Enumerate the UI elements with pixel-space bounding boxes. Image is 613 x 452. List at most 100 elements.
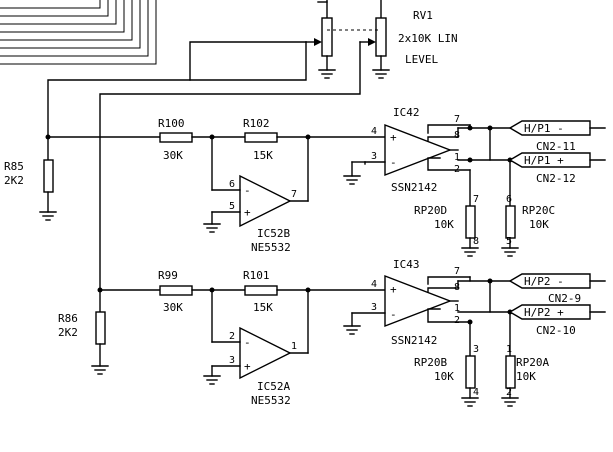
ic43-part: SSN2142 — [391, 334, 437, 347]
pin-number: 3 — [473, 344, 479, 355]
pin-number: 7 — [473, 194, 479, 205]
cn2-12-label: CN2-12 — [536, 172, 576, 185]
r85-ref: R85 — [4, 160, 24, 173]
pin-number: 4 — [371, 126, 377, 137]
upstream-bus — [0, 0, 157, 65]
hp1-plus-connector: H/P1 + — [508, 152, 591, 168]
ic52b-ref: IC52B — [257, 227, 290, 240]
ground-symbol — [318, 69, 336, 79]
rv1-name: LEVEL — [405, 53, 438, 66]
pin-number: 8 — [454, 282, 460, 293]
rp20a-value: 10K — [516, 370, 536, 383]
ic52a-part: NE5532 — [251, 394, 291, 407]
wiper-feed-top — [47, 41, 307, 138]
r99-resistor: R99 30K — [158, 269, 193, 314]
pin-number: 3 — [371, 151, 377, 162]
rp20a-resistor: 1 2 RP20A 10K — [501, 311, 549, 407]
pin-number: 6 — [506, 194, 512, 205]
ic52b-part: NE5532 — [251, 241, 291, 254]
rp20b-value: 10K — [434, 370, 454, 383]
ground-symbol — [372, 69, 390, 79]
ic42-ref: IC42 — [393, 106, 420, 119]
ic52a-ref: IC52A — [257, 380, 290, 393]
minus-sign: - — [244, 184, 251, 197]
rp20c-value: 10K — [529, 218, 549, 231]
r102-value: 15K — [253, 149, 273, 162]
wiper-feed-bottom — [99, 41, 361, 291]
r100-ref: R100 — [158, 117, 185, 130]
ic52a-opamp: - + 2 3 1 IC52A NE5532 — [203, 289, 309, 407]
pin-number: 7 — [454, 114, 460, 125]
pin-number: 2 — [506, 387, 512, 398]
pin-number: 1 — [454, 152, 460, 163]
pin-number: 6 — [229, 179, 235, 190]
r86-value: 2K2 — [58, 326, 78, 339]
r101-ref: R101 — [243, 269, 270, 282]
minus-sign: - — [244, 336, 251, 349]
rv1-potentiometer: RV1 2x10K LIN LEVEL — [305, 0, 458, 79]
rp20a-ref: RP20A — [516, 356, 549, 369]
pin-number: 4 — [473, 387, 479, 398]
pin-number: 4 — [371, 279, 377, 290]
ic42-driver: + - 4 3 7 8 1 2 IC42 SSN2142 — [343, 106, 471, 194]
pin-number: 5 — [506, 236, 512, 247]
hp1-minus-connector: H/P1 - — [508, 120, 591, 136]
rp20c-resistor: 6 5 RP20C 10K — [501, 159, 555, 257]
rv1-ref: RV1 — [413, 9, 433, 22]
pin-number: 7 — [454, 266, 460, 277]
r99-ref: R99 — [158, 269, 178, 282]
r102-ref: R102 — [243, 117, 270, 130]
plus-sign: + — [244, 206, 251, 219]
wiper-link — [189, 41, 307, 81]
r85-value: 2K2 — [4, 174, 24, 187]
r100-value: 30K — [163, 149, 183, 162]
pin-number: 2 — [454, 164, 460, 175]
rv1-value: 2x10K LIN — [398, 32, 458, 45]
rp20c-ref: RP20C — [522, 204, 555, 217]
r101-resistor: R101 15K — [243, 269, 278, 314]
plus-sign: + — [390, 283, 397, 296]
plus-sign: + — [390, 131, 397, 144]
cn2-11-label: CN2-11 — [536, 140, 576, 153]
r100-resistor: R100 30K — [158, 117, 193, 162]
hp2-minus-label: H/P2 - — [524, 275, 564, 288]
rp20b-ref: RP20B — [414, 356, 447, 369]
r102-resistor: R102 15K — [243, 117, 278, 162]
minus-sign: - — [390, 308, 397, 321]
pin-number: 1 — [506, 344, 512, 355]
cn2-10-label: CN2-10 — [536, 324, 576, 337]
plus-sign: + — [244, 360, 251, 373]
pin-number: 2 — [229, 331, 235, 342]
hp2-minus-connector: H/P2 - — [508, 273, 591, 289]
r99-value: 30K — [163, 301, 183, 314]
hp1-minus-label: H/P1 - — [524, 122, 564, 135]
rp20d-ref: RP20D — [414, 204, 447, 217]
minus-sign: - — [390, 156, 397, 169]
ic43-driver: + - 4 3 7 8 1 2 IC43 SSN2142 — [343, 258, 471, 347]
pin-number: 5 — [229, 201, 235, 212]
junction-dot — [467, 157, 473, 163]
hp1-plus-label: H/P1 + — [524, 154, 564, 167]
cn2-9-label: CN2-9 — [548, 292, 581, 305]
pin-number: 7 — [291, 189, 297, 200]
rp20d-resistor: 7 8 RP20D 10K — [414, 169, 479, 257]
pin-number: 8 — [454, 130, 460, 141]
r86-resistor: R86 2K2 — [58, 289, 109, 375]
pin-number: 1 — [291, 341, 297, 352]
pin-number: 3 — [371, 302, 377, 313]
pin-number: 2 — [454, 315, 460, 326]
rp20d-value: 10K — [434, 218, 454, 231]
ic42-part: SSN2142 — [391, 181, 437, 194]
pin-number: 8 — [473, 236, 479, 247]
hp2-plus-label: H/P2 + — [524, 306, 564, 319]
pin-number: 3 — [229, 355, 235, 366]
r101-value: 15K — [253, 301, 273, 314]
ic52b-opamp: - + 6 5 7 IC52B NE5532 — [203, 136, 309, 254]
hp2-plus-connector: H/P2 + — [508, 304, 591, 320]
r86-ref: R86 — [58, 312, 78, 325]
r85-resistor: R85 2K2 — [4, 136, 57, 221]
ic43-ref: IC43 — [393, 258, 420, 271]
pin-number: 1 — [454, 303, 460, 314]
rp20b-resistor: 3 4 RP20B 10K — [414, 321, 479, 407]
